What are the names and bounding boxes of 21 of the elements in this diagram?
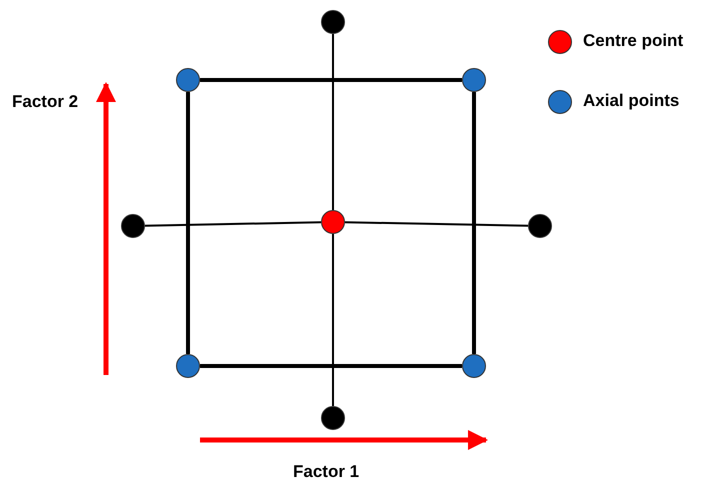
axis-point: [121, 214, 145, 238]
corner-point: [462, 68, 486, 92]
axis-point: [321, 406, 345, 430]
design-line: [332, 34, 334, 210]
design-line: [144, 221, 322, 227]
corner-point: [176, 68, 200, 92]
axis-point: [321, 10, 345, 34]
design-line: [332, 234, 334, 406]
legend-label: Axial points: [583, 91, 680, 111]
centre-point: [321, 210, 345, 234]
design-line: [472, 92, 476, 354]
design-line: [200, 364, 462, 368]
axis-point: [528, 214, 552, 238]
axis-label: Factor 1: [293, 462, 360, 482]
legend-label: Centre point: [583, 31, 684, 51]
design-line: [200, 78, 462, 82]
corner-point: [176, 354, 200, 378]
design-line: [186, 92, 190, 354]
design-line: [344, 221, 528, 227]
corner-point: [462, 354, 486, 378]
axis-label: Factor 2: [12, 92, 78, 112]
